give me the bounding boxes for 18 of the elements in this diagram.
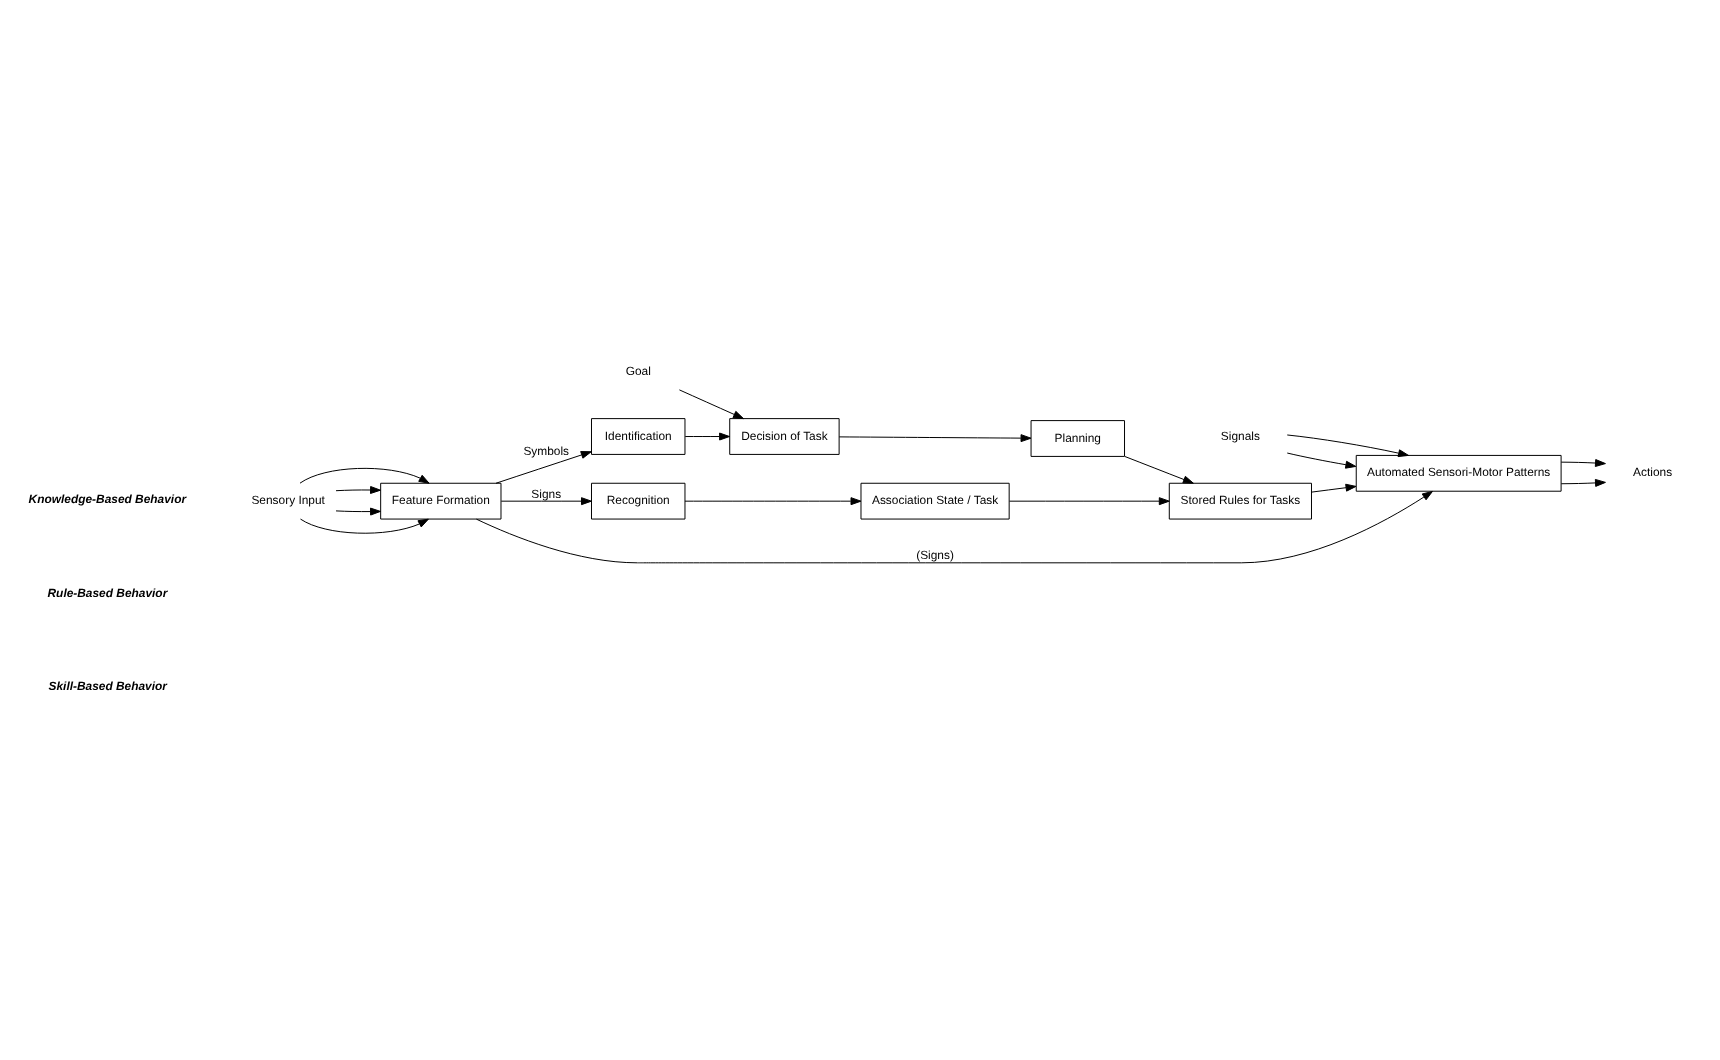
- arrow: [1560, 478, 1606, 487]
- arrow: [678, 389, 744, 420]
- arrow: [335, 486, 381, 494]
- arrow: [299, 467, 430, 484]
- arrow: [1009, 497, 1170, 506]
- arrow: [838, 434, 1032, 443]
- arrow: [684, 497, 862, 506]
- arrow: [500, 497, 592, 506]
- arrow: [1286, 434, 1409, 458]
- arrow: [1560, 459, 1606, 467]
- arrow: [335, 507, 381, 516]
- arrow: [1311, 483, 1357, 493]
- arrow: [684, 432, 731, 441]
- arrow: [300, 518, 429, 534]
- arrow: [1286, 452, 1357, 469]
- arrow: [495, 451, 592, 484]
- arrow: [1124, 455, 1194, 484]
- arrow: [475, 490, 1433, 564]
